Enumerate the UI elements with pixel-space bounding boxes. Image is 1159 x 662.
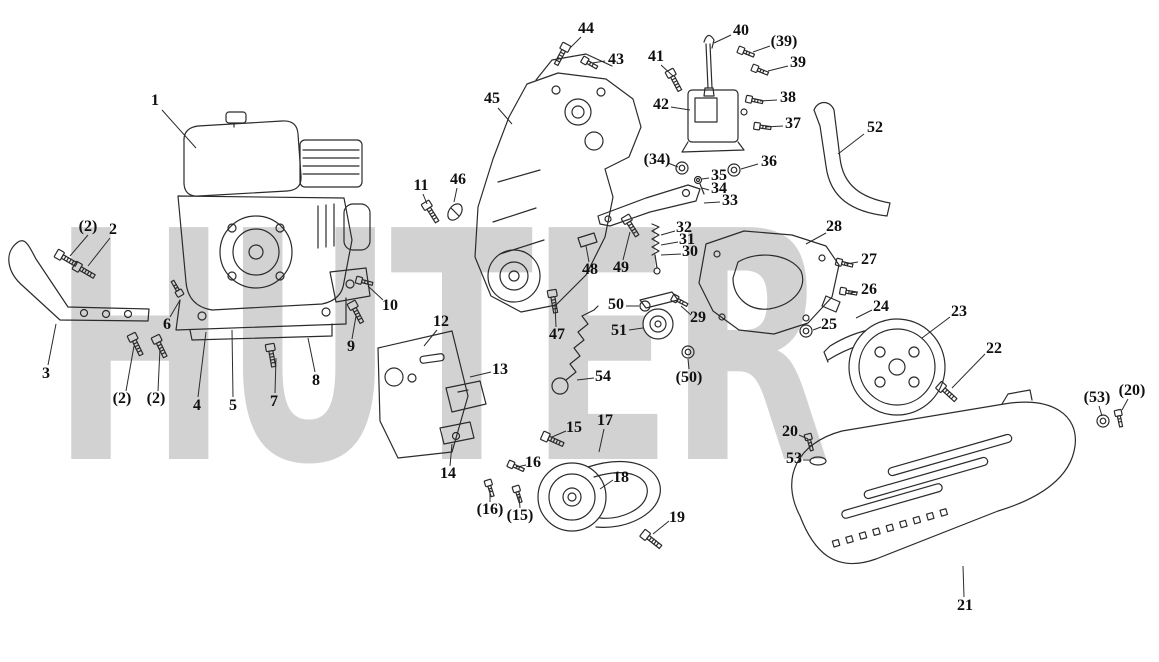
callout-54: 54 [595, 368, 611, 385]
washers [675, 161, 1110, 466]
crankcase-cover [219, 215, 293, 289]
callout-6: 6 [163, 316, 171, 333]
callout-44: 44 [578, 20, 594, 37]
callout-41: 41 [648, 48, 664, 65]
muffler [343, 203, 371, 251]
callout-50: (50) [675, 369, 703, 386]
main-pulley [848, 318, 946, 416]
callout-22: 22 [986, 340, 1002, 357]
callout-48: 48 [582, 261, 598, 278]
callout-9: 9 [347, 338, 355, 355]
callout-39: 39 [790, 54, 806, 71]
callout-38: 38 [780, 89, 796, 106]
cap-46 [447, 203, 463, 221]
callout-50: 50 [608, 296, 624, 313]
air-cleaner [299, 139, 363, 188]
callout-8: 8 [312, 372, 320, 389]
callout-37: 37 [785, 115, 801, 132]
callout-20: (20) [1118, 382, 1146, 399]
callout-1: 1 [151, 92, 159, 109]
callout-42: 42 [653, 96, 669, 113]
callout-14: 14 [440, 465, 456, 482]
transmission-case [474, 53, 642, 313]
callout-35: 35 [711, 167, 727, 184]
vent-holes [831, 508, 949, 548]
callout-16: 16 [525, 454, 541, 471]
callout-13: 13 [492, 361, 508, 378]
callout-34: (34) [643, 151, 671, 168]
callout-53: 53 [786, 450, 802, 467]
lower-bracket [439, 421, 475, 445]
callout-39: (39) [770, 33, 798, 50]
angle-bracket [445, 380, 487, 413]
callout-18: 18 [613, 469, 629, 486]
callout-45: 45 [484, 90, 500, 107]
belt-guard [698, 230, 841, 335]
callout-4: 4 [193, 397, 201, 414]
callout-3: 3 [42, 365, 50, 382]
callout-34: 34 [711, 180, 727, 197]
callout-26: 26 [861, 281, 877, 298]
callout-17: 17 [597, 412, 613, 429]
callout-2: 2 [109, 221, 117, 238]
small-spring [651, 223, 661, 275]
callout-27: 27 [861, 251, 877, 268]
fuel-cap [225, 111, 247, 124]
callout-23: 23 [951, 303, 967, 320]
callout-49: 49 [613, 259, 629, 276]
callout-32: 32 [676, 219, 692, 236]
callout-29: 29 [690, 309, 706, 326]
callout-12: 12 [433, 313, 449, 330]
watermark-text: HUTER [52, 164, 830, 534]
callout-20: 20 [782, 423, 798, 440]
callout-31: 31 [679, 231, 695, 248]
callout-10: 10 [382, 297, 398, 314]
callout-33: 33 [722, 192, 738, 209]
idler-pulley [537, 462, 607, 532]
belt-cover [791, 389, 1076, 565]
callout-47: 47 [549, 326, 565, 343]
callout-24: 24 [873, 298, 889, 315]
callout-16: (16) [476, 501, 504, 518]
handle-bracket [8, 240, 150, 322]
callout-36: 36 [761, 153, 777, 170]
callout-2: (2) [112, 390, 132, 407]
callout-2: (2) [146, 390, 166, 407]
callout-21: 21 [957, 597, 973, 614]
callout-51: 51 [611, 322, 627, 339]
callout-5: 5 [229, 397, 237, 414]
callout-30: 30 [682, 243, 698, 260]
engine-block [177, 195, 353, 311]
callout-53: (53) [1083, 389, 1111, 406]
callout-15: 15 [566, 419, 582, 436]
callout-43: 43 [608, 51, 624, 68]
callout-11: 11 [413, 177, 429, 194]
callout-52: 52 [867, 119, 883, 136]
stay-plate [577, 232, 598, 248]
callout-19: 19 [669, 509, 685, 526]
drive-belt-small [587, 460, 661, 528]
callout-28: 28 [826, 218, 842, 235]
callout-46: 46 [450, 171, 466, 188]
callout-40: 40 [733, 22, 749, 39]
callout-7: 7 [270, 393, 278, 410]
depth-lever [813, 101, 891, 217]
callout-25: 25 [821, 316, 837, 333]
callout-15: (15) [506, 507, 534, 524]
main-spring [551, 305, 599, 395]
callout-2: (2) [78, 218, 98, 235]
